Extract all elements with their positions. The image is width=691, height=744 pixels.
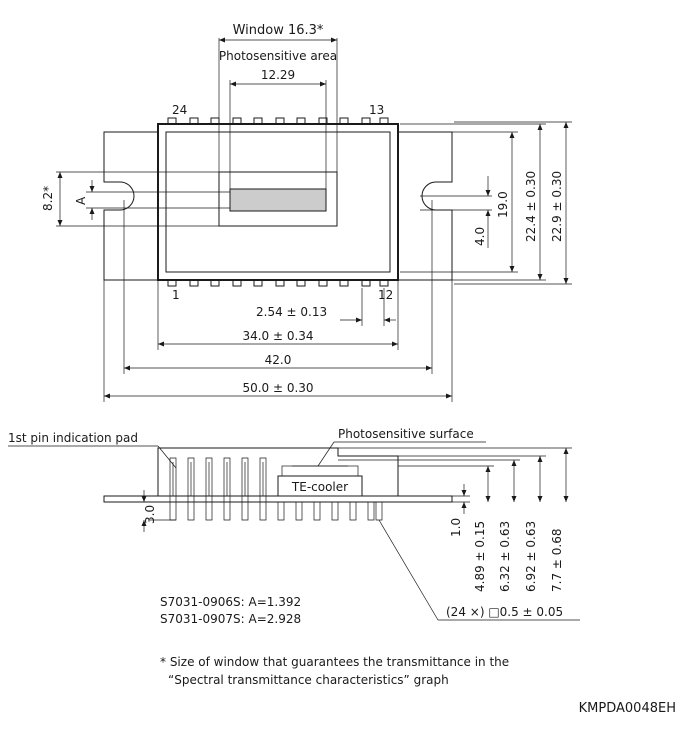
dim-a-label: A: [74, 196, 88, 205]
photosensitive-area: [229, 188, 327, 212]
photosensitive-width-label: 12.29: [261, 68, 295, 82]
mounting-flange-right: [397, 131, 453, 281]
dim-8-2-label: 8.2*: [41, 186, 55, 211]
dim-22-9-label: 22.9 ± 0.30: [550, 171, 564, 242]
top-view: Window 16.3* Photosensitive area 12.29 2…: [41, 23, 572, 402]
dim-3-0-label: 3.0: [143, 505, 157, 524]
side-package-body: [157, 447, 399, 496]
photosensitive-area-label: Photosensitive area: [219, 49, 337, 63]
sensor-chip: [281, 465, 359, 477]
mounting-flange: [103, 131, 159, 281]
pin-12-label: 12: [378, 288, 393, 302]
side-pin-inner-leads: [172, 462, 264, 496]
dim-6-32-label: 6.32 ± 0.63: [498, 521, 512, 592]
footnote-line-1: * Size of window that guarantees the tra…: [160, 655, 509, 669]
dim-4-0-label: 4.0: [473, 227, 487, 246]
package-inner-outline: [165, 131, 391, 273]
drawing-code: KMPDA0048EH: [579, 701, 676, 716]
window-outline: [218, 171, 338, 227]
side-flange-plate: [103, 495, 453, 503]
dim-1-0-label: 1.0: [449, 518, 463, 537]
dim-22-4-label: 22.4 ± 0.30: [524, 171, 538, 242]
dim-pin-pitch-label: 2.54 ± 0.13: [256, 305, 327, 319]
pin-1-label: 1: [172, 288, 180, 302]
dim-total-width-label: 50.0 ± 0.30: [242, 381, 313, 395]
photosensitive-surface-label: Photosensitive surface: [338, 427, 474, 441]
dim-hole-spacing-label: 42.0: [265, 353, 292, 367]
notes: S7031-0906S: A=1.392 S7031-0907S: A=2.92…: [160, 595, 676, 716]
model-1-note: S7031-0906S: A=1.392: [160, 595, 301, 609]
dim-6-92-label: 6.92 ± 0.63: [524, 521, 538, 592]
dim-7-7-label: 7.7 ± 0.68: [550, 529, 564, 593]
pin-spec-label: (24 ×) □0.5 ± 0.05: [446, 605, 563, 619]
footnote-line-2: “Spectral transmittance characteristics”…: [168, 673, 449, 687]
dim-4-89-label: 4.89 ± 0.15: [473, 521, 487, 592]
side-pin-row: [169, 457, 383, 521]
pin-24-label: 24: [172, 103, 187, 117]
dim-body-width-label: 34.0 ± 0.34: [242, 329, 313, 343]
pin-13-label: 13: [369, 103, 384, 117]
first-pin-pad-label: 1st pin indication pad: [8, 431, 138, 445]
dim-19-0-label: 19.0: [496, 191, 510, 218]
te-cooler-label: TE-cooler: [291, 480, 348, 494]
side-view: TE-cooler 1st pi: [8, 427, 580, 621]
model-2-note: S7031-0907S: A=2.928: [160, 612, 301, 626]
window-dimension-label: Window 16.3*: [233, 23, 324, 38]
